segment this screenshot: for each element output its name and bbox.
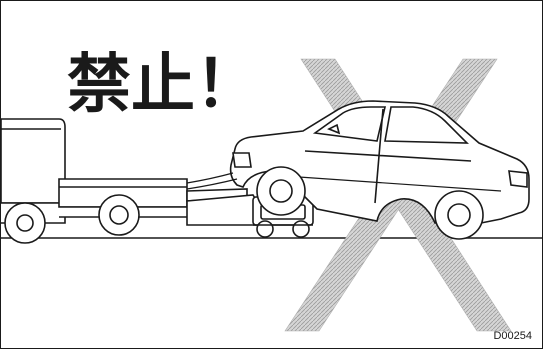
figure-code: D00254	[493, 330, 532, 342]
tow-chain	[186, 172, 238, 190]
towed-sedan-icon	[229, 100, 530, 240]
tow-truck-icon	[1, 118, 248, 244]
prohibited-warning-label: 禁止！	[67, 48, 259, 122]
